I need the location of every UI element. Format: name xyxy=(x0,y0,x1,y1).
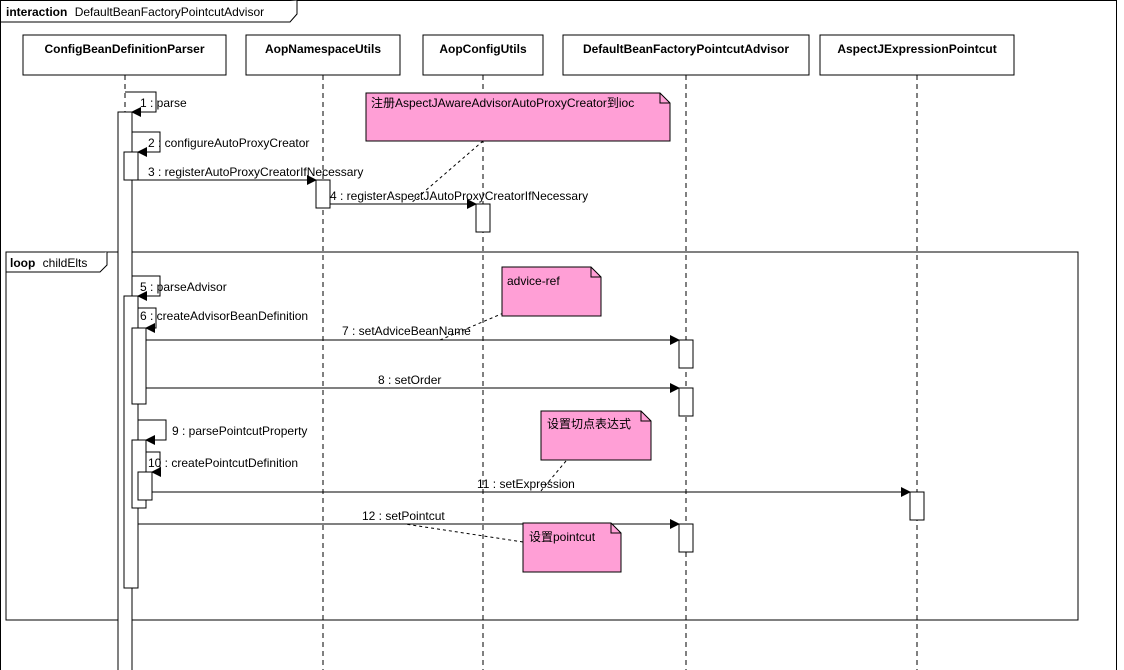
activation-pointcut-11 xyxy=(909,491,925,521)
message-parse-advisor[interactable]: 5 : parseAdvisor xyxy=(132,275,227,301)
message-label: 2 : configureAutoProxyCreator xyxy=(148,136,309,150)
note-set-pointcut[interactable]: 设置pointcut xyxy=(522,522,622,573)
messages: 1 : parse 2 : configureAutoProxyCreator … xyxy=(125,91,911,529)
frame-title: DefaultBeanFactoryPointcutAdvisor xyxy=(75,5,264,19)
message-label: 10 : createPointcutDefinition xyxy=(148,456,298,470)
lifeline-heads: ConfigBeanDefinitionParser AopNamespaceU… xyxy=(22,34,1015,76)
message-register-auto-proxy-creator[interactable]: 3 : registerAutoProxyCreatorIfNecessary xyxy=(138,165,363,185)
svg-text:loop childElts: loop childElts xyxy=(10,256,87,270)
message-configure-auto-proxy-creator[interactable]: 2 : configureAutoProxyCreator xyxy=(132,131,309,157)
activation-config-10 xyxy=(137,471,153,501)
message-label: 4 : registerAspectJAutoProxyCreatorIfNec… xyxy=(330,189,588,203)
lifelines xyxy=(124,75,918,670)
note-text: 设置切点表达式 xyxy=(547,417,631,431)
lifeline-config[interactable]: ConfigBeanDefinitionParser xyxy=(22,34,227,76)
frame-keyword: interaction xyxy=(6,5,67,19)
message-register-aspectj-auto-proxy-creator[interactable]: 4 : registerAspectJAutoProxyCreatorIfNec… xyxy=(330,189,588,209)
loop-condition: childElts xyxy=(43,256,88,270)
lifeline-aopconfig[interactable]: AopConfigUtils xyxy=(422,34,544,76)
loop-fragment: loop childElts xyxy=(5,251,1079,621)
lifeline-label: DefaultBeanFactoryPointcutAdvisor xyxy=(583,42,789,56)
lifeline-aopnamespace[interactable]: AopNamespaceUtils xyxy=(245,34,401,76)
message-label: 11 : setExpression xyxy=(477,477,575,491)
message-label: 5 : parseAdvisor xyxy=(140,280,227,294)
message-set-pointcut[interactable]: 12 : setPointcut xyxy=(138,509,680,529)
message-set-advice-bean-name[interactable]: 7 : setAdviceBeanName xyxy=(146,324,680,345)
activation-config-2 xyxy=(123,151,139,181)
activation-aopconfig-4 xyxy=(475,203,491,233)
message-label: 8 : setOrder xyxy=(378,373,441,387)
activation-bars xyxy=(117,111,925,670)
note-text: 注册AspectJAwareAdvisorAutoProxyCreator到io… xyxy=(371,95,634,110)
lifeline-label: AopNamespaceUtils xyxy=(265,42,381,56)
message-parse[interactable]: 1 : parse xyxy=(125,91,187,117)
message-create-pointcut-definition[interactable]: 10 : createPointcutDefinition xyxy=(146,451,298,477)
message-label: 7 : setAdviceBeanName xyxy=(342,324,471,338)
message-label: 9 : parsePointcutProperty xyxy=(172,424,307,438)
message-label: 6 : createAdvisorBeanDefinition xyxy=(140,309,308,323)
svg-text:interaction DefaultBeanF: interaction DefaultBeanFactoryPointcutAd… xyxy=(6,5,264,19)
message-label: 1 : parse xyxy=(140,96,187,110)
activation-advisor-7 xyxy=(678,339,694,369)
message-label: 3 : registerAutoProxyCreatorIfNecessary xyxy=(148,165,363,179)
note-advice-ref[interactable]: advice-ref xyxy=(501,266,602,317)
note-text: 设置pointcut xyxy=(529,530,596,544)
activation-advisor-8 xyxy=(678,387,694,417)
message-create-advisor-bean-definition[interactable]: 6 : createAdvisorBeanDefinition xyxy=(138,307,308,333)
lifeline-label: AopConfigUtils xyxy=(439,42,527,56)
note-text: advice-ref xyxy=(507,274,560,288)
lifeline-label: AspectJExpressionPointcut xyxy=(837,42,996,56)
activation-aopnamespace-3 xyxy=(315,179,331,209)
note-set-pointcut-expression[interactable]: 设置切点表达式 xyxy=(540,410,652,461)
notes: 注册AspectJAwareAdvisorAutoProxyCreator到io… xyxy=(365,92,671,573)
message-parse-pointcut-property[interactable]: 9 : parsePointcutProperty xyxy=(138,419,307,445)
activation-config-6 xyxy=(131,327,147,405)
lifeline-pointcut[interactable]: AspectJExpressionPointcut xyxy=(819,34,1015,76)
message-set-expression[interactable]: 11 : setExpression xyxy=(152,477,911,497)
message-set-order[interactable]: 8 : setOrder xyxy=(146,373,680,393)
note-register-ioc[interactable]: 注册AspectJAwareAdvisorAutoProxyCreator到io… xyxy=(365,92,671,142)
message-label: 12 : setPointcut xyxy=(362,509,445,523)
loop-keyword: loop xyxy=(10,256,35,270)
lifeline-advisor[interactable]: DefaultBeanFactoryPointcutAdvisor xyxy=(562,34,810,76)
lifeline-label: ConfigBeanDefinitionParser xyxy=(44,42,204,56)
activation-advisor-12 xyxy=(678,523,694,553)
